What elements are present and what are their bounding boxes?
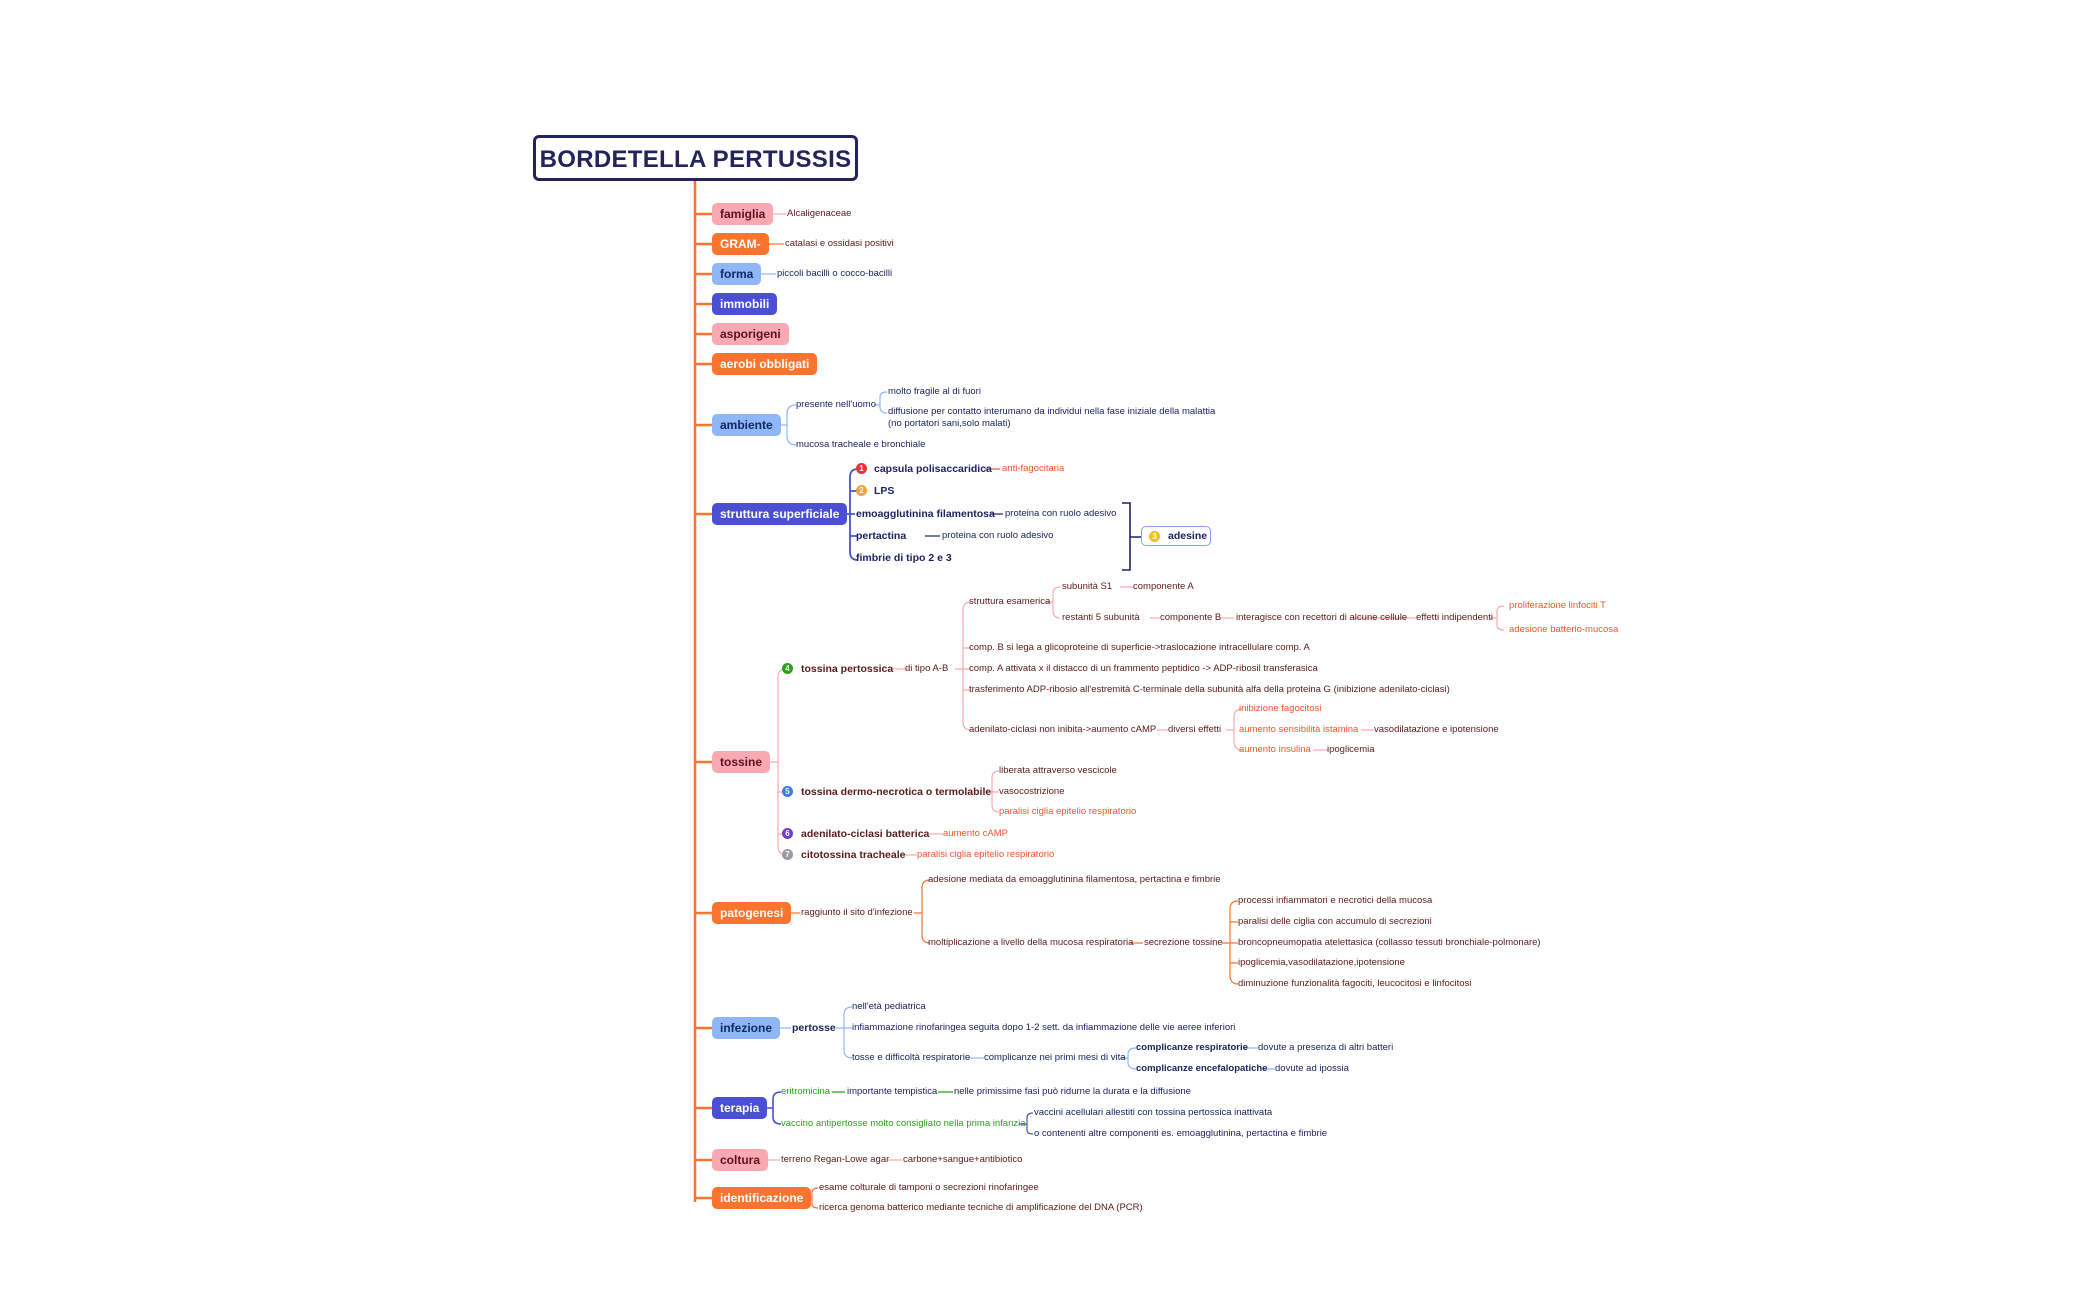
- tossina-tipo[interactable]: di tipo A-B: [905, 663, 949, 674]
- terapia-v2[interactable]: o contenenti altre componenti es. emoagg…: [1034, 1128, 1328, 1139]
- topic-forma[interactable]: forma: [712, 263, 762, 285]
- tossina-dermo[interactable]: tossina dermo-necrotica o termolabile: [801, 786, 992, 798]
- dermo-paralisi[interactable]: paralisi ciglia epitelio respiratorio: [999, 806, 1137, 817]
- tossina-insulina[interactable]: aumento insulina: [1239, 744, 1311, 755]
- struttura-lps[interactable]: LPS: [874, 485, 895, 497]
- topic-immobili[interactable]: immobili: [712, 293, 778, 315]
- tossina-vasodil[interactable]: vasodilatazione e ipotensione: [1374, 724, 1499, 735]
- struttura-capsula[interactable]: capsula polisaccaridica: [874, 463, 992, 475]
- terapia-eritro[interactable]: eritromicina: [781, 1086, 831, 1097]
- marker-2: 2: [856, 485, 867, 496]
- adesine-label: adesine: [1168, 530, 1208, 542]
- citotossina-paralisi[interactable]: paralisi ciglia epitelio respiratorio: [917, 849, 1055, 860]
- coltura-carbone[interactable]: carbone+sangue+antibiotico: [903, 1154, 1023, 1165]
- ambiente-portatori[interactable]: (no portatori sani,solo malati): [888, 418, 1011, 429]
- patogenesi-secrezione[interactable]: secrezione tossine: [1144, 937, 1223, 948]
- tossina-inib-fago[interactable]: inibizione fagocitosi: [1239, 703, 1322, 714]
- terapia-v1[interactable]: vaccini acellulari allestiti con tossina…: [1034, 1107, 1273, 1118]
- topic-gram[interactable]: GRAM-: [712, 233, 769, 255]
- marker-7: 7: [782, 849, 793, 860]
- tossina-diversi[interactable]: diversi effetti: [1168, 724, 1222, 735]
- tossina-istamina[interactable]: aumento sensibilità istamina: [1239, 724, 1359, 735]
- identificazione-esame[interactable]: esame colturale di tamponi o secrezioni …: [819, 1182, 1039, 1193]
- patogenesi-e4[interactable]: ipoglicemia,vasodilatazione,ipotensione: [1238, 957, 1405, 968]
- tossina-esamerica[interactable]: struttura esamerica: [969, 596, 1051, 607]
- tossina-step2[interactable]: comp. A attivata x il distacco di un fra…: [969, 663, 1318, 674]
- infezione-pediatrica[interactable]: nell'età pediatrica: [852, 1001, 926, 1012]
- infezione-resp[interactable]: complicanze respiratorie: [1136, 1042, 1248, 1053]
- famiglia-value[interactable]: Alcaligenaceae: [787, 208, 852, 219]
- infezione-enc-note[interactable]: dovute ad ipossia: [1275, 1063, 1349, 1074]
- tossina-step3[interactable]: trasferimento ADP-ribosio all'estremità …: [969, 684, 1450, 695]
- struttura-emo-note[interactable]: proteina con ruolo adesivo: [1005, 508, 1117, 519]
- gram-value[interactable]: catalasi e ossidasi positivi: [785, 238, 894, 249]
- infezione-tosse[interactable]: tosse e difficoltà respiratorie: [852, 1052, 971, 1063]
- patogenesi-adesione[interactable]: adesione mediata da emoagglutinina filam…: [928, 874, 1221, 885]
- tossina-restanti[interactable]: restanti 5 subunità: [1062, 612, 1140, 623]
- root-topic[interactable]: BORDETELLA PERTUSSIS: [533, 135, 858, 181]
- patogenesi-molt[interactable]: moltiplicazione a livello della mucosa r…: [928, 937, 1134, 948]
- tossina-compB[interactable]: componente B: [1160, 612, 1222, 623]
- struttura-capsula-note[interactable]: anti-fagocitaria: [1002, 463, 1065, 474]
- marker-4: 4: [782, 663, 793, 674]
- topic-patogenesi[interactable]: patogenesi: [712, 902, 792, 924]
- tossina-adesione-bm[interactable]: adesione batterio-mucosa: [1509, 624, 1619, 635]
- patogenesi-e5[interactable]: diminuzione funzionalità fagociti, leuco…: [1238, 978, 1472, 989]
- marker-1: 1: [856, 463, 867, 474]
- ambiente-mucosa[interactable]: mucosa tracheale e bronchiale: [796, 439, 926, 450]
- tossina-s1[interactable]: subunità S1: [1062, 581, 1113, 592]
- topic-tossine[interactable]: tossine: [712, 751, 771, 773]
- tossina-ipoglic[interactable]: ipoglicemia: [1327, 744, 1375, 755]
- patogenesi-raggiunto[interactable]: raggiunto il sito d'infezione: [801, 907, 913, 918]
- topic-famiglia[interactable]: famiglia: [712, 203, 774, 225]
- patogenesi-e1[interactable]: processi infiammatori e necrotici della …: [1238, 895, 1433, 906]
- adesine-summary[interactable]: 3 adesine: [1141, 526, 1211, 546]
- topic-terapia[interactable]: terapia: [712, 1097, 768, 1119]
- ambiente-diffusione[interactable]: diffusione per contatto interumano da in…: [888, 406, 1216, 417]
- terapia-tempistica[interactable]: importante tempistica: [847, 1086, 938, 1097]
- identificazione-ricerca[interactable]: ricerca genoma batterico mediante tecnic…: [819, 1202, 1143, 1213]
- adenilato-camp[interactable]: aumento cAMP: [943, 828, 1008, 839]
- tossina-interagisce[interactable]: interagisce con recettori di alcune cell…: [1236, 612, 1408, 623]
- marker-3: 3: [1149, 531, 1160, 542]
- topic-infezione[interactable]: infezione: [712, 1017, 781, 1039]
- struttura-emoagglutinina[interactable]: emoagglutinina filamentosa: [856, 508, 995, 520]
- marker-5: 5: [782, 786, 793, 797]
- dermo-liberata[interactable]: liberata attraverso vescicole: [999, 765, 1117, 776]
- terapia-vaccino[interactable]: vaccino antipertosse molto consigliato n…: [781, 1118, 1026, 1129]
- root-title: BORDETELLA PERTUSSIS: [539, 146, 852, 173]
- coltura-terreno[interactable]: terreno Regan-Lowe agar: [781, 1154, 890, 1165]
- topic-ambiente[interactable]: ambiente: [712, 414, 781, 436]
- tossina-prolif[interactable]: proliferazione linfociti T: [1509, 600, 1606, 611]
- tossina-adenilato[interactable]: adenilato-ciclasi batterica: [801, 828, 930, 840]
- struttura-fimbrie[interactable]: fimbrie di tipo 2 e 3: [856, 552, 952, 564]
- topic-coltura[interactable]: coltura: [712, 1149, 769, 1171]
- tossina-citotossina[interactable]: citotossina tracheale: [801, 849, 906, 861]
- infezione-enc[interactable]: complicanze encefalopatiche: [1136, 1063, 1268, 1074]
- ambiente-presente[interactable]: presente nell'uomo: [796, 399, 876, 410]
- tossina-step1[interactable]: comp. B si lega a glicoproteine di super…: [969, 642, 1310, 653]
- patogenesi-e3[interactable]: broncopneumopatia atelettasica (collasso…: [1238, 937, 1541, 948]
- infezione-inf[interactable]: infiammazione rinofaringea seguita dopo …: [852, 1022, 1236, 1033]
- tossina-compA[interactable]: componente A: [1133, 581, 1194, 592]
- topic-asporigeni[interactable]: asporigeni: [712, 323, 789, 345]
- infezione-pertosse[interactable]: pertosse: [792, 1022, 836, 1034]
- terapia-fasi[interactable]: nelle primissime fasi può ridurne la dur…: [954, 1086, 1191, 1097]
- topic-struttura[interactable]: struttura superficiale: [712, 503, 848, 525]
- tossina-effetti-ind[interactable]: effetti indipendenti: [1416, 612, 1493, 623]
- patogenesi-e2[interactable]: paralisi delle ciglia con accumulo di se…: [1238, 916, 1432, 927]
- struttura-pertactina[interactable]: pertactina: [856, 530, 907, 542]
- dermo-vasocos[interactable]: vasocostrizione: [999, 786, 1065, 797]
- forma-value[interactable]: piccoli bacilli o cocco-bacilli: [777, 268, 893, 279]
- marker-6: 6: [782, 828, 793, 839]
- topic-identificazione[interactable]: identificazione: [712, 1187, 812, 1209]
- tossina-pertossica[interactable]: tossina pertossica: [801, 663, 894, 675]
- infezione-complicanze[interactable]: complicanze nei primi mesi di vita: [984, 1052, 1126, 1063]
- topic-aerobi[interactable]: aerobi obbligati: [712, 353, 818, 375]
- tossina-step4[interactable]: adenilato-ciclasi non inibita->aumento c…: [969, 724, 1157, 735]
- infezione-resp-note[interactable]: dovute a presenza di altri batteri: [1258, 1042, 1394, 1053]
- ambiente-fragile[interactable]: molto fragile al di fuori: [888, 386, 981, 397]
- struttura-pert-note[interactable]: proteina con ruolo adesivo: [942, 530, 1054, 541]
